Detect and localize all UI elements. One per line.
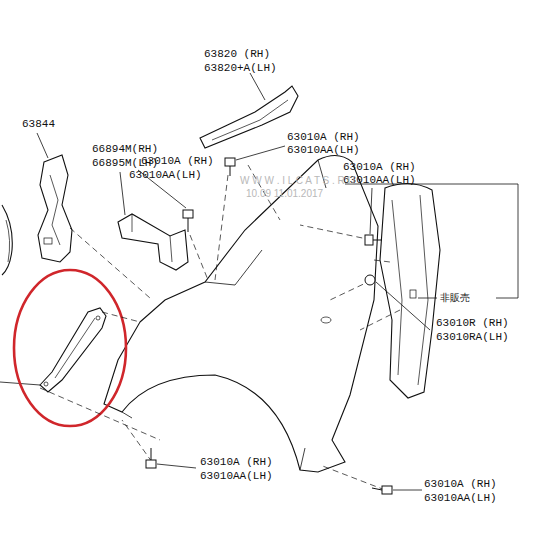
part-number: 63010AA(LH) (129, 169, 202, 182)
part-number: 63010R (RH) (436, 317, 509, 330)
watermark: W W W . I L C A T S . R U (240, 174, 355, 187)
part-number: 63010A (RH) (424, 478, 497, 491)
part-number: 63010AA(LH) (287, 144, 360, 157)
watermark: 10.09 11.01.2017 (246, 187, 323, 200)
part-number: 63010AA(LH) (200, 470, 273, 483)
part-number: 63010RA(LH) (436, 331, 509, 344)
part-number: 63010A (RH) (200, 456, 273, 469)
part-number: 63010A (RH) (287, 131, 360, 144)
part-number: 63820 (RH) (204, 48, 270, 61)
part-number: 63820+A(LH) (204, 62, 277, 75)
note-text: 非販売 (440, 291, 470, 304)
part-number: 66894M(RH) (92, 143, 158, 156)
part-number: 63010A (RH) (343, 161, 416, 174)
part-number: 63010A (RH) (141, 155, 214, 168)
part-number: 63010AA(LH) (424, 492, 497, 505)
part-number: 63844 (22, 118, 55, 131)
